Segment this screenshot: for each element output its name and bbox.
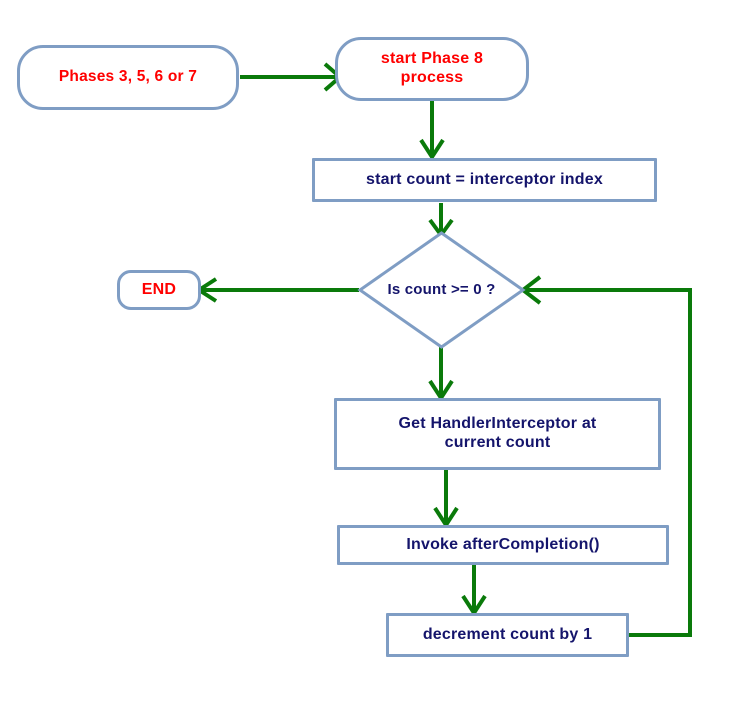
node-phases-3-5-6-or-7[interactable]: Phases 3, 5, 6 or 7 (17, 45, 239, 110)
node-start-count-interceptor-index[interactable]: start count = interceptor index (312, 158, 657, 202)
node-decision-label: Is count >= 0 ? (387, 281, 496, 299)
node-decision-is-count-gte-zero[interactable]: Is count >= 0 ? (360, 233, 523, 347)
node-get-interceptor-label: Get HandlerInterceptor at current count (398, 415, 597, 451)
node-end[interactable]: END (117, 270, 201, 310)
edge-decision-to-get-interceptor (428, 347, 454, 402)
node-phases-label: Phases 3, 5, 6 or 7 (58, 68, 198, 86)
edge-start-count-to-decision (428, 203, 454, 239)
node-end-label: END (141, 280, 177, 298)
node-invoke-aftercompletion[interactable]: Invoke afterCompletion() (337, 525, 669, 565)
node-invoke-label: Invoke afterCompletion() (406, 535, 600, 553)
decision-diamond-shape (357, 231, 526, 349)
node-start-count-label: start count = interceptor index (366, 170, 603, 188)
edge-start-phase8-to-start-count (419, 101, 445, 161)
node-get-handlerinterceptor[interactable]: Get HandlerInterceptor at current count (334, 398, 661, 470)
edge-phases-to-start-phase8 (240, 62, 344, 92)
edge-decision-to-end (195, 277, 359, 303)
node-start-phase8-process[interactable]: start Phase 8 process (335, 37, 529, 101)
node-decrement-label: decrement count by 1 (422, 625, 593, 643)
edge-invoke-to-decrement (461, 565, 487, 617)
node-decrement-count[interactable]: decrement count by 1 (386, 613, 629, 657)
node-start-phase8-label: start Phase 8 process (380, 50, 484, 86)
edge-get-interceptor-to-invoke (433, 470, 459, 529)
